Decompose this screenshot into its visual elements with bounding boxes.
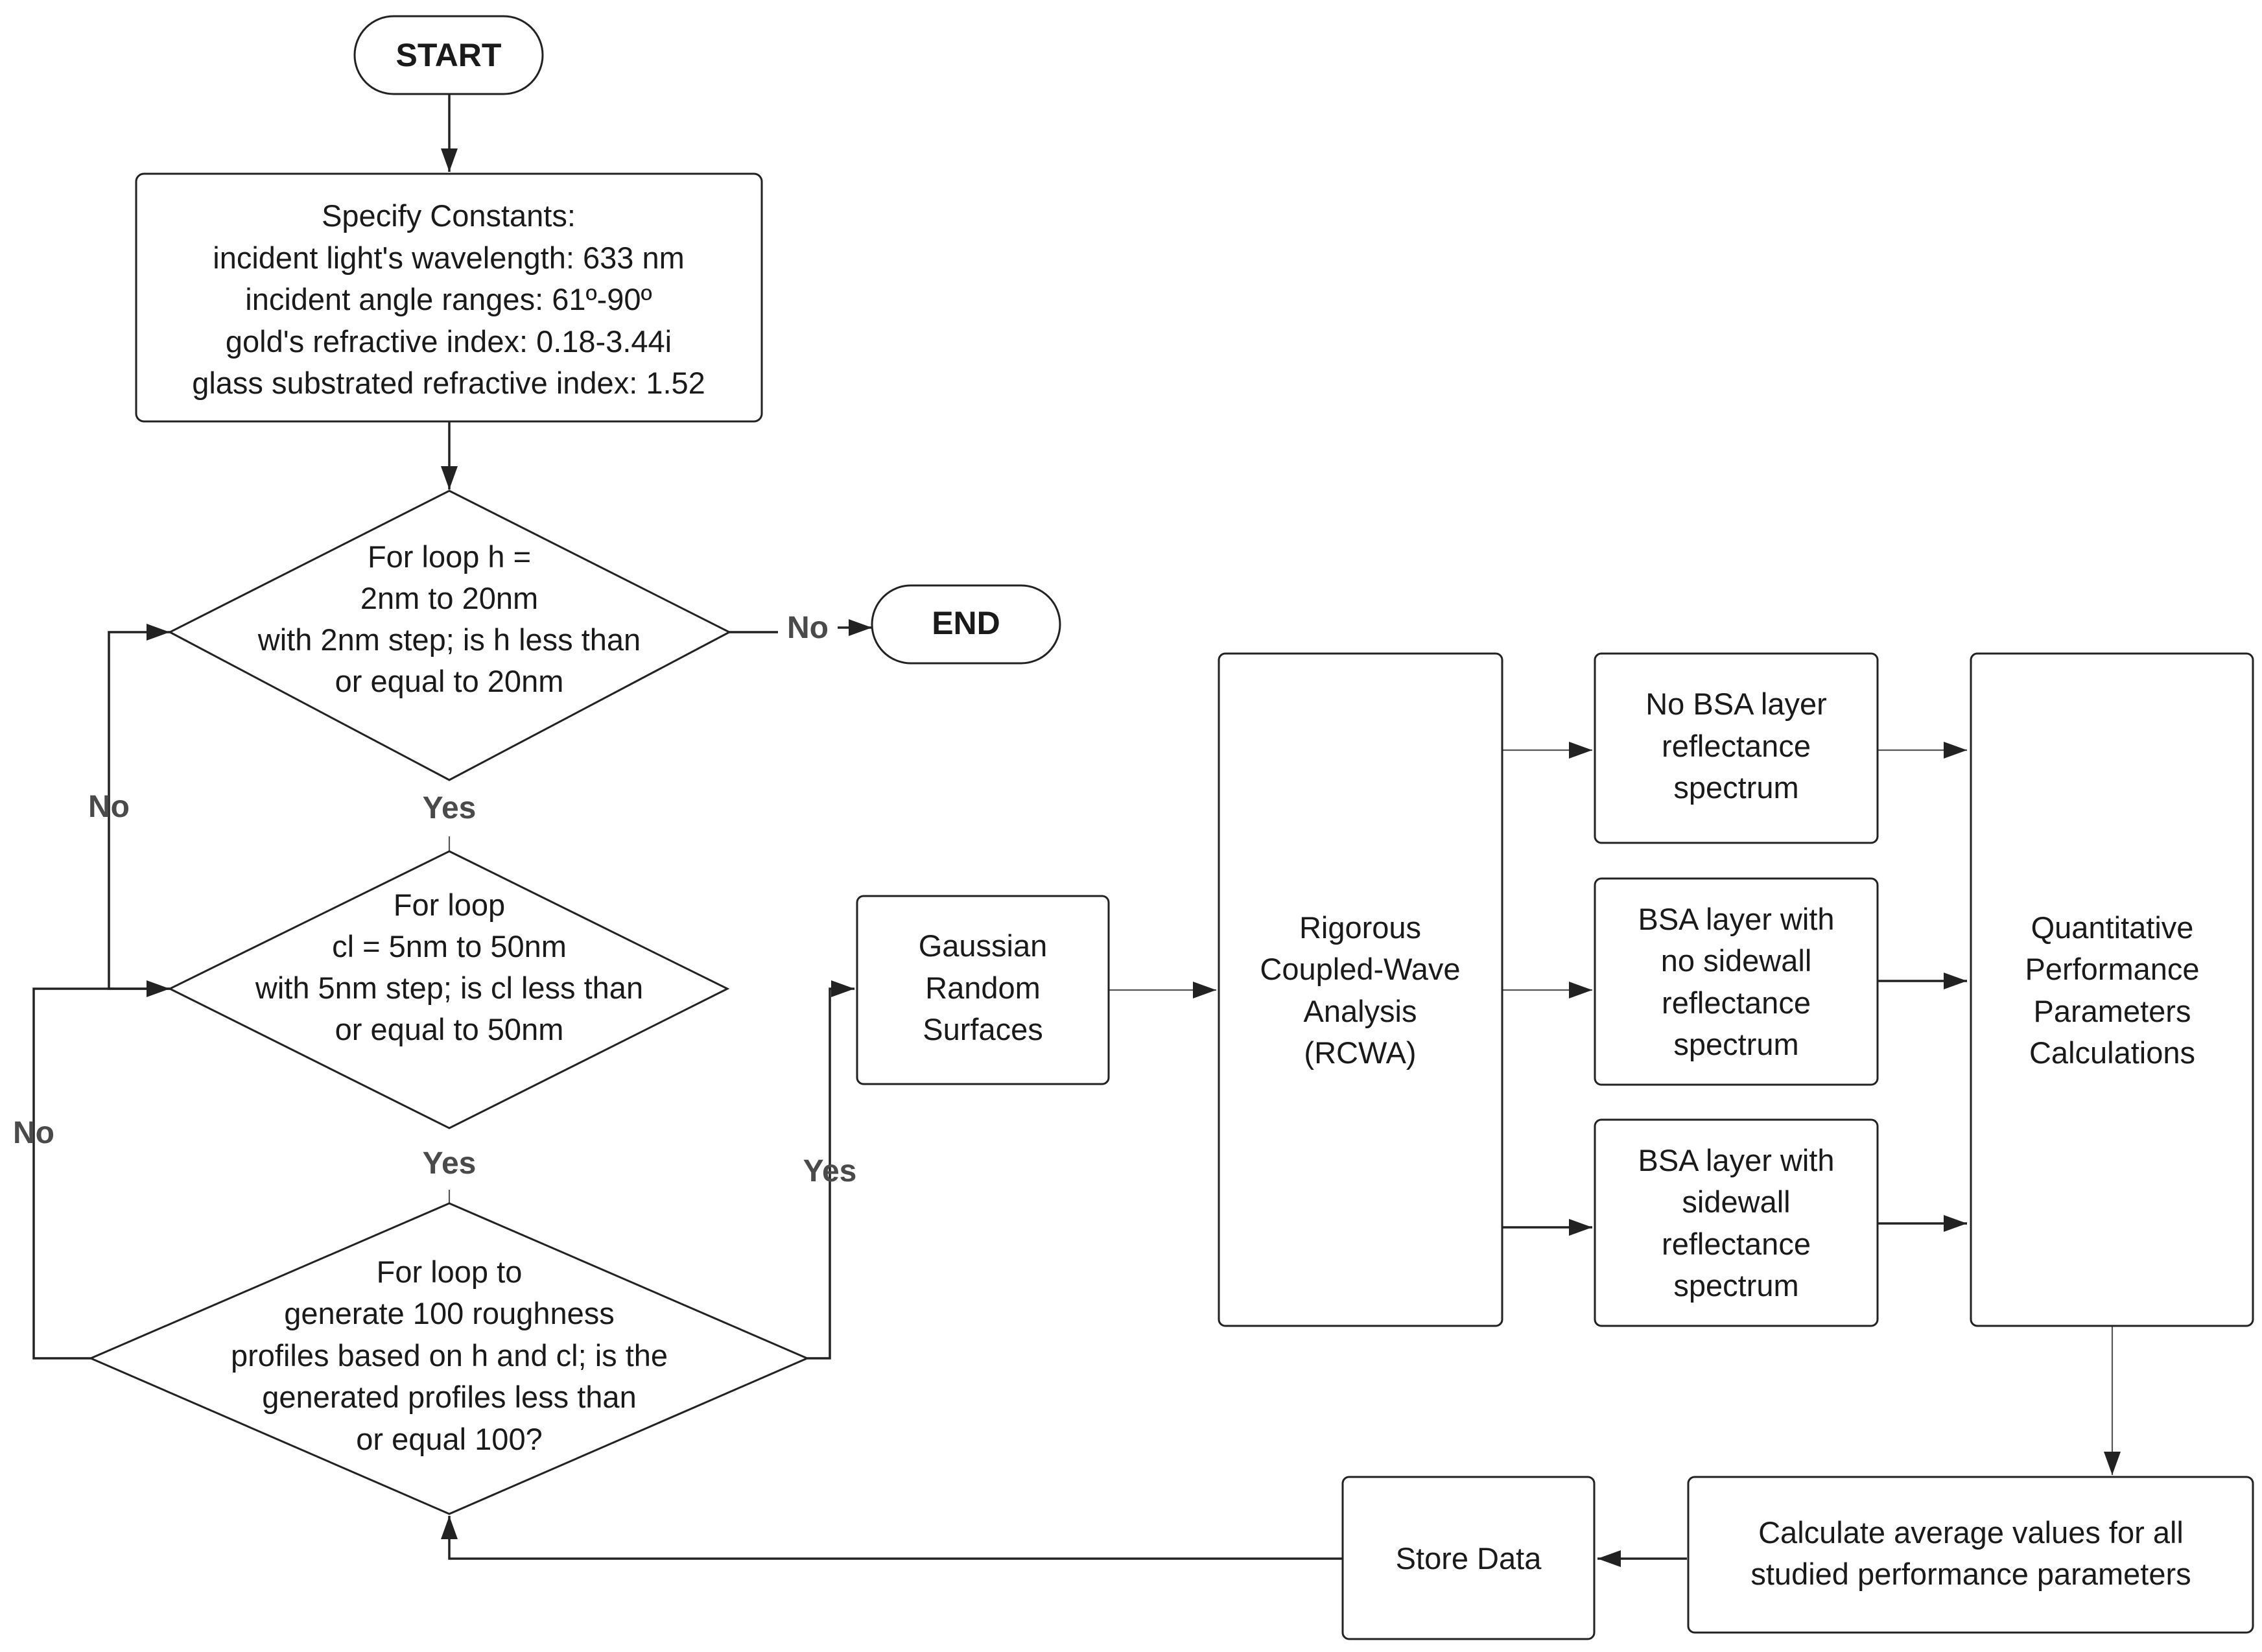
constants-line: incident light's wavelength: 633 nm [213,241,684,275]
loop-cl-line: For loop [394,888,505,922]
label-cl-no: No [88,790,130,824]
loop-h-line: with 2nm step; is h less than [257,622,641,657]
gaussian-line: Surfaces [923,1012,1043,1046]
loop-profiles-line: profiles based on h and cl; is the [231,1338,668,1373]
average-box: Calculate average values for all studied… [1687,1476,2254,1634]
no-bsa-line: reflectance [1662,729,1811,763]
loop-cl-decision: For loop cl = 5nm to 50nm with 5nm step;… [167,850,730,1129]
edge-loop-profiles-yes [807,980,854,1360]
quantitative-line: Quantitative [2031,910,2194,945]
loop-cl-line: with 5nm step; is cl less than [255,971,643,1005]
quantitative-line: Parameters [2034,994,2191,1028]
constants-line: glass substrated refractive index: 1.52 [192,366,705,400]
quantitative-line: Performance [2025,952,2199,986]
label-h-yes: Yes [423,791,477,825]
constants-box: Specify Constants: incident light's wave… [135,172,763,423]
quantitative-box: Quantitative Performance Parameters Calc… [1970,652,2254,1327]
bsa-sidewall-line: sidewall [1682,1185,1790,1219]
store-box: Store Data [1341,1476,1596,1640]
bsa-sidewall-box: BSA layer with sidewall reflectance spec… [1594,1118,1879,1327]
bsa-sidewall-line: reflectance [1662,1227,1811,1261]
rcwa-line: Coupled-Wave [1260,952,1460,986]
bsa-sidewall-line: BSA layer with [1638,1143,1834,1177]
gaussian-line: Gaussian [919,928,1048,963]
loop-profiles-line: or equal 100? [356,1422,542,1456]
bsa-no-sidewall-line: spectrum [1673,1027,1798,1061]
no-bsa-box: No BSA layer reflectance spectrum [1594,652,1879,844]
loop-h-line: 2nm to 20nm [360,581,538,615]
label-cl-yes: Yes [423,1146,477,1181]
label-h-no: No [787,611,829,645]
rcwa-line: Analysis [1303,994,1417,1028]
loop-profiles-line: generate 100 roughness [284,1296,615,1330]
loop-h-decision: For loop h = 2nm to 20nm with 2nm step; … [167,490,732,781]
loop-profiles-line: For loop to [377,1255,523,1289]
average-line: Calculate average values for all [1758,1515,2184,1550]
bsa-sidewall-line: spectrum [1673,1268,1798,1303]
edge-store-loop-profiles [441,1516,1343,1560]
gaussian-box: Gaussian Random Surfaces [856,895,1110,1085]
rcwa-box: Rigorous Coupled-Wave Analysis (RCWA) [1218,652,1503,1327]
edge-loop-profiles-no [32,980,170,1360]
constants-line: Specify Constants: [322,198,576,233]
bsa-no-sidewall-line: no sidewall [1661,943,1812,978]
bsa-no-sidewall-line: BSA layer with [1638,902,1834,936]
loop-profiles-decision: For loop to generate 100 roughness profi… [88,1202,810,1515]
loop-cl-line: or equal to 50nm [335,1012,564,1046]
rcwa-line: Rigorous [1299,910,1421,945]
no-bsa-line: spectrum [1673,770,1798,805]
connectors [32,94,2121,1567]
no-bsa-line: No BSA layer [1645,687,1827,721]
start-terminal: START [353,15,544,95]
loop-profiles-line: generated profiles less than [262,1380,636,1414]
average-line: studied performance parameters [1750,1557,2191,1591]
loop-h-line: For loop h = [368,539,531,574]
end-label: END [932,605,1000,641]
loop-h-line: or equal to 20nm [335,664,564,698]
end-terminal: END [871,584,1061,665]
start-label: START [396,37,502,73]
edge-labels: No Yes No Yes No Yes [13,603,856,1188]
label-profiles-yes: Yes [803,1154,857,1188]
store-line: Store Data [1396,1541,1542,1575]
constants-line: incident angle ranges: 61º-90º [245,282,652,316]
gaussian-line: Random [925,971,1041,1005]
constants-line: gold's refractive index: 0.18-3.44i [226,324,672,359]
bsa-no-sidewall-box: BSA layer with no sidewall reflectance s… [1594,877,1879,1086]
rcwa-line: (RCWA) [1304,1035,1416,1070]
quantitative-line: Calculations [2029,1035,2195,1070]
label-profiles-no: No [13,1116,54,1150]
loop-cl-line: cl = 5nm to 50nm [332,929,567,963]
bsa-no-sidewall-line: reflectance [1662,985,1811,1020]
